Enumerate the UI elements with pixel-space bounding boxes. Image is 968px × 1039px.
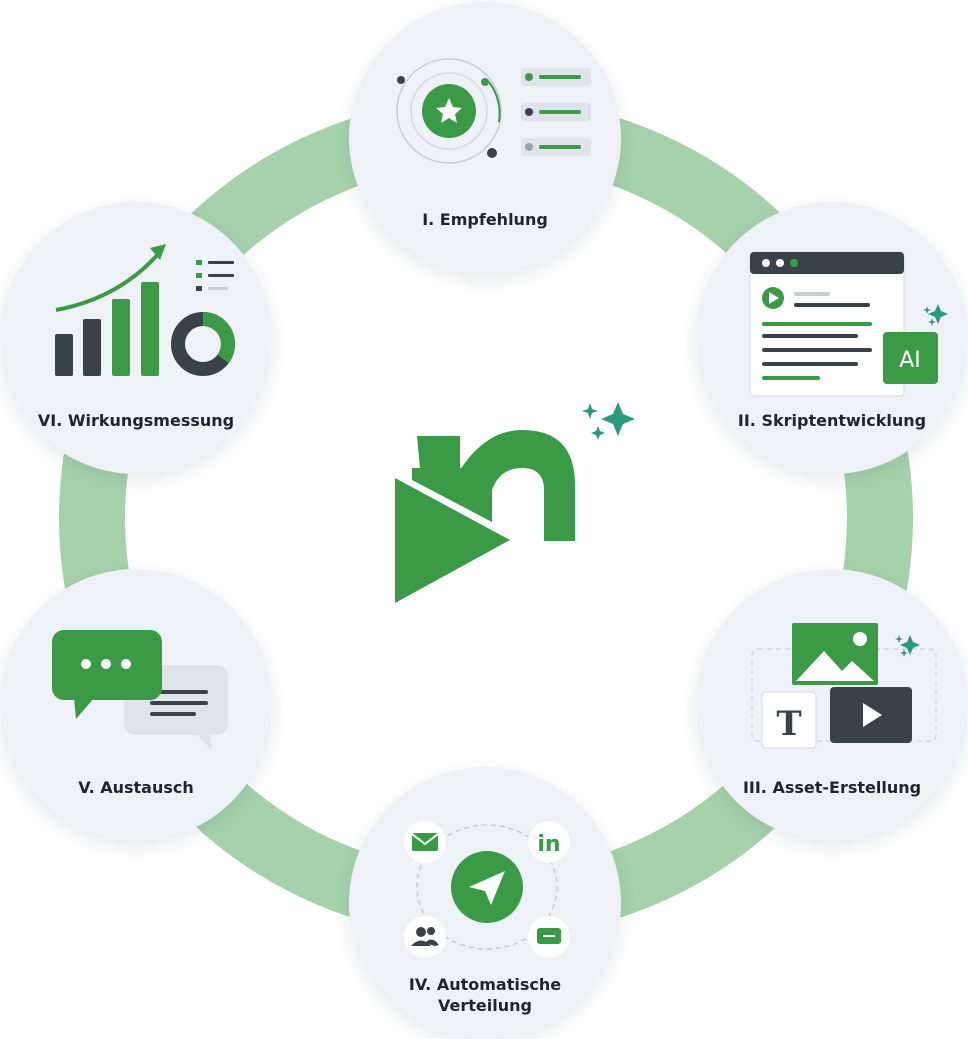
sparkle-icon: [582, 402, 635, 440]
step-label: I. Empfehlung: [422, 210, 548, 229]
svg-text:in: in: [537, 832, 560, 857]
step-skriptentwicklung: AI II. Skriptentwicklung: [696, 202, 968, 474]
step-label: IV. Automatische Verteilung: [408, 975, 562, 1015]
step-label: II. Skriptentwicklung: [737, 411, 927, 430]
step-asset-erstellung: T III. Asset-Erstellung: [696, 569, 968, 841]
chat-bubbles-icon: [52, 630, 228, 751]
script-window-icon: AI: [749, 251, 948, 397]
assets-icon: T: [751, 623, 937, 749]
logo-play-triangle: [395, 478, 510, 603]
step-automatische-verteilung: in IV. Automatische Verteilung: [349, 767, 621, 1039]
step-label: VI. Wirkungsmessung: [37, 411, 235, 430]
distribution-icon: in: [404, 821, 570, 958]
step-austausch: V. Austausch: [0, 569, 272, 841]
step-label: III. Asset-Erstellung: [742, 778, 922, 797]
text-asset-icon: T: [776, 704, 801, 744]
ai-badge: AI: [899, 348, 921, 373]
recommendation-star-icon: [396, 58, 591, 164]
step-empfehlung: I. Empfehlung: [349, 2, 621, 274]
email-icon: [404, 821, 446, 863]
step-label: V. Austausch: [78, 778, 194, 797]
message-icon: [528, 916, 570, 958]
logo-m-letter: [412, 430, 575, 541]
analytics-chart-icon: [55, 244, 235, 376]
linkedin-icon: in: [528, 821, 570, 863]
step-wirkungsmessung: VI. Wirkungsmessung: [0, 202, 272, 474]
users-icon: [404, 916, 446, 958]
